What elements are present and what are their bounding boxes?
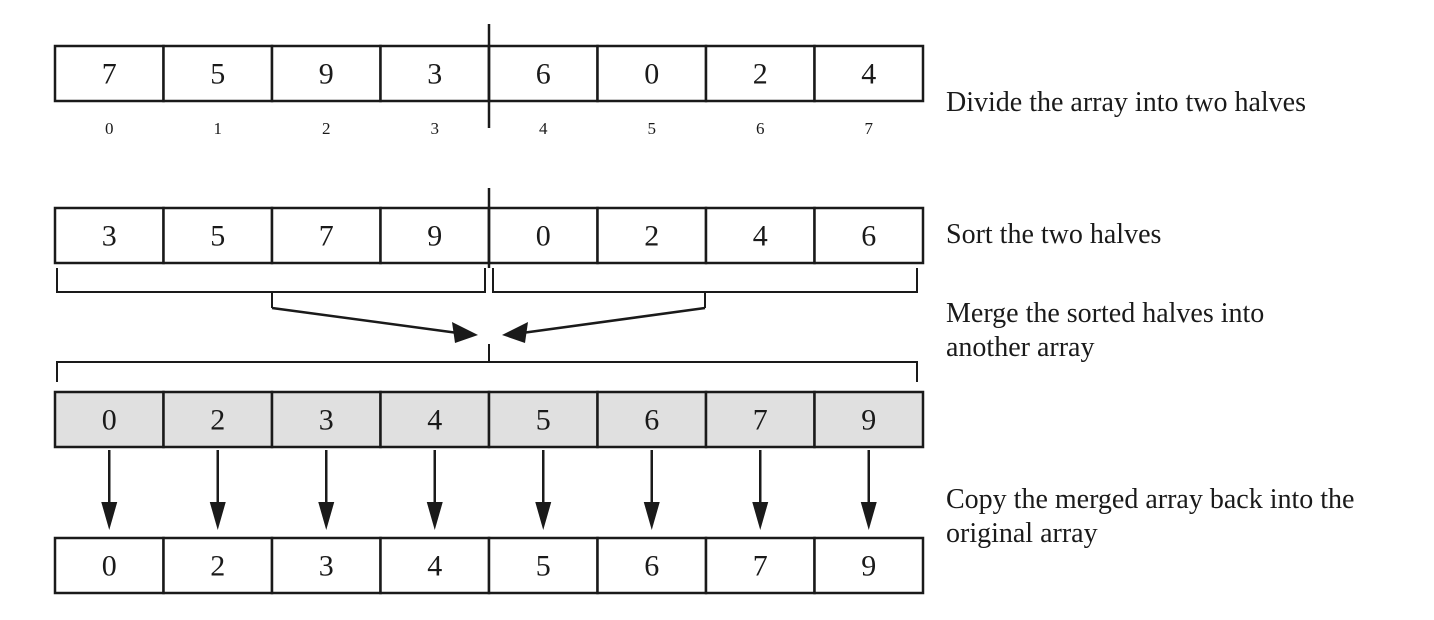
left-merge-arrowhead bbox=[452, 322, 478, 343]
merged-array: 0 2 3 4 5 6 7 9 bbox=[53, 390, 925, 449]
copied-cell bbox=[704, 536, 816, 595]
index-label: 3 bbox=[431, 119, 440, 138]
merged-cell bbox=[379, 390, 491, 449]
right-merge-arrowhead bbox=[502, 322, 528, 343]
caption-divide: Divide the array into two halves bbox=[946, 87, 1307, 118]
caption-sort: Sort the two halves bbox=[946, 219, 1162, 250]
copied-value: 0 bbox=[102, 550, 117, 583]
merged-value: 0 bbox=[102, 404, 117, 437]
merged-bracket bbox=[56, 361, 918, 382]
sorted-cell bbox=[270, 206, 382, 265]
copied-value: 2 bbox=[210, 550, 225, 583]
original-value: 5 bbox=[210, 58, 225, 91]
merged-value: 3 bbox=[319, 404, 334, 437]
merged-cell bbox=[162, 390, 274, 449]
merged-value: 7 bbox=[753, 404, 768, 437]
merged-cell bbox=[487, 390, 599, 449]
original-cell bbox=[704, 44, 816, 103]
sorted-value: 2 bbox=[644, 220, 659, 253]
copy-arrowhead bbox=[426, 502, 443, 530]
merged-cell bbox=[813, 390, 925, 449]
copy-arrowhead bbox=[318, 502, 335, 530]
merged-value: 4 bbox=[427, 404, 442, 437]
index-label: 6 bbox=[756, 119, 765, 138]
merged-cell bbox=[596, 390, 708, 449]
original-cell bbox=[270, 44, 382, 103]
index-label: 4 bbox=[539, 119, 548, 138]
copy-arrowhead bbox=[101, 502, 118, 530]
merged-cell bbox=[704, 390, 816, 449]
copied-cell bbox=[813, 536, 925, 595]
sorted-value: 5 bbox=[210, 220, 225, 253]
copy-arrowhead bbox=[860, 502, 877, 530]
merged-cell bbox=[270, 390, 382, 449]
copied-value: 6 bbox=[644, 550, 659, 583]
original-value: 3 bbox=[427, 58, 442, 91]
copied-value: 3 bbox=[319, 550, 334, 583]
copy-arrowhead bbox=[209, 502, 226, 530]
original-value: 7 bbox=[102, 58, 117, 91]
index-label: 0 bbox=[105, 119, 114, 138]
left-merge-arrow-line bbox=[271, 306, 459, 335]
index-label: 7 bbox=[865, 119, 874, 138]
copied-cell bbox=[162, 536, 274, 595]
sorted-halves-array: 3 5 7 9 0 2 4 6 bbox=[53, 206, 925, 265]
sorted-value: 4 bbox=[753, 220, 768, 253]
merged-value: 9 bbox=[861, 404, 876, 437]
index-label: 1 bbox=[214, 119, 223, 138]
original-value: 2 bbox=[753, 58, 768, 91]
merged-cell bbox=[53, 390, 165, 449]
left-half-bracket bbox=[56, 268, 486, 293]
copied-value: 5 bbox=[536, 550, 551, 583]
original-value: 0 bbox=[644, 58, 659, 91]
original-cell bbox=[813, 44, 925, 103]
merged-value: 5 bbox=[536, 404, 551, 437]
copied-value: 9 bbox=[861, 550, 876, 583]
index-label: 2 bbox=[322, 119, 331, 138]
merged-value: 2 bbox=[210, 404, 225, 437]
copy-arrowhead bbox=[643, 502, 660, 530]
copy-arrowhead bbox=[752, 502, 769, 530]
copied-value: 4 bbox=[427, 550, 442, 583]
connector-lines bbox=[56, 24, 918, 530]
index-label: 5 bbox=[648, 119, 657, 138]
original-value: 4 bbox=[861, 58, 876, 91]
copy-arrowhead bbox=[535, 502, 552, 530]
original-cell bbox=[162, 44, 274, 103]
sorted-value: 6 bbox=[861, 220, 876, 253]
sorted-cell bbox=[53, 206, 165, 265]
sorted-value: 9 bbox=[427, 220, 442, 253]
copied-cell bbox=[53, 536, 165, 595]
sorted-value: 7 bbox=[319, 220, 334, 253]
copied-back-array: 0 2 3 4 5 6 7 9 bbox=[53, 536, 925, 595]
merged-value: 6 bbox=[644, 404, 659, 437]
original-value: 9 bbox=[319, 58, 334, 91]
original-cell bbox=[487, 44, 599, 103]
sorted-cell bbox=[813, 206, 925, 265]
sorted-cell bbox=[379, 206, 491, 265]
original-array: 7 5 9 3 6 0 2 4 bbox=[53, 44, 925, 103]
caption-merge: Merge the sorted halves into another arr… bbox=[946, 298, 1265, 363]
right-half-bracket bbox=[492, 268, 918, 293]
original-cell bbox=[53, 44, 165, 103]
caption-copy: Copy the merged array back into the orig… bbox=[946, 484, 1355, 549]
index-labels: 0 1 2 3 4 5 6 7 bbox=[105, 119, 874, 138]
original-value: 6 bbox=[536, 58, 551, 91]
sorted-value: 3 bbox=[102, 220, 117, 253]
copied-value: 7 bbox=[753, 550, 768, 583]
sorted-cell bbox=[704, 206, 816, 265]
right-merge-arrow-line bbox=[521, 306, 706, 335]
sorted-value: 0 bbox=[536, 220, 551, 253]
